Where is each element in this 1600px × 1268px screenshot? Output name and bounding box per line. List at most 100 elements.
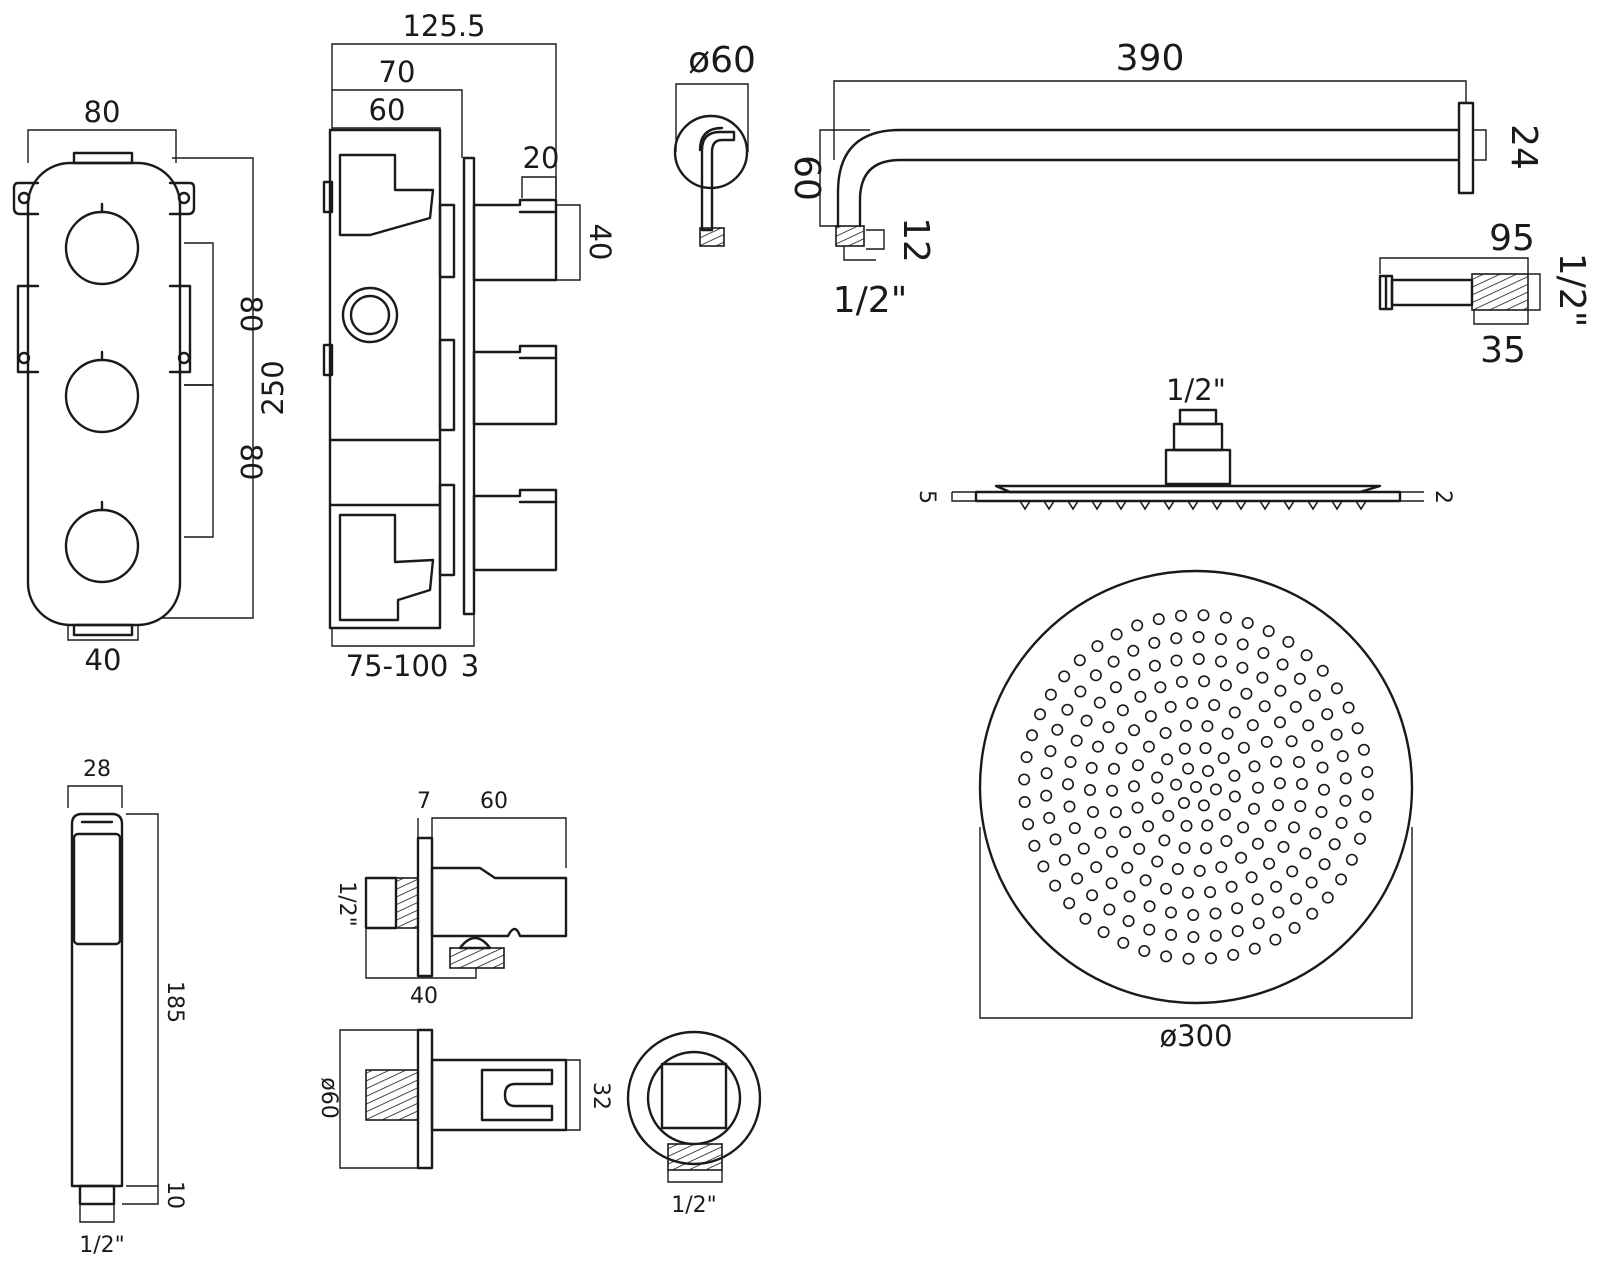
spray-hole (1245, 871, 1258, 884)
spray-hole (1241, 616, 1254, 629)
dim-plate-3: 3 (461, 649, 479, 683)
spray-hole (1330, 728, 1343, 741)
spray-hole (1107, 655, 1120, 668)
spray-hole (1306, 907, 1319, 920)
spray-hole (1105, 877, 1118, 890)
spray-hole (1034, 708, 1047, 721)
outlet-side-view: 7 60 1/2" 40 (334, 789, 568, 1009)
outlet-front-thread (667, 1143, 723, 1171)
spray-hole (1175, 609, 1188, 622)
spray-hole (1158, 834, 1171, 847)
spray-hole (1142, 740, 1155, 753)
dim-outlet-depth: 60 (480, 789, 508, 814)
spray-hole (1061, 703, 1074, 716)
spray-hole (1182, 762, 1195, 775)
spray-hole (1300, 649, 1313, 662)
spray-hole (1080, 714, 1093, 727)
dim-arm-drop: 60 (786, 155, 827, 201)
handset-connector (78, 1184, 116, 1206)
spray-hole (1108, 762, 1121, 775)
valve-side-view: 125.5 70 60 20 40 75-100 3 (322, 9, 617, 683)
spray-hole (1294, 800, 1307, 813)
dim-nipple-length: 95 (1489, 218, 1535, 259)
spray-hole (1085, 761, 1098, 774)
spray-hole (1160, 882, 1173, 895)
dim-handset-thread: 1/2" (79, 1233, 125, 1258)
spray-hole (1258, 700, 1271, 713)
spray-hole (1251, 837, 1264, 850)
spray-hole (1221, 727, 1234, 740)
spray-hole (1049, 833, 1062, 846)
dim-handset-width: 28 (83, 757, 111, 782)
spray-hole (1219, 679, 1232, 692)
spray-hole (1092, 740, 1105, 753)
spray-hole (1199, 742, 1212, 755)
spray-hole (1197, 799, 1210, 812)
spray-hole (1180, 819, 1193, 832)
spray-hole (1182, 952, 1195, 965)
dim-wall-range: 75-100 (346, 649, 449, 683)
dim-outlet-thread: 1/2" (334, 881, 359, 927)
spray-hole (1058, 853, 1071, 866)
dim-side-70: 70 (379, 55, 416, 89)
spray-hole (1198, 675, 1211, 688)
spray-hole (1290, 892, 1303, 905)
spray-hole (1151, 771, 1164, 784)
spray-hole (1336, 750, 1349, 763)
dim-handset-end: 10 (162, 1181, 187, 1209)
spray-hole (1288, 921, 1301, 934)
spray-hole (1209, 783, 1222, 796)
dim-outlet-40: 40 (583, 224, 617, 261)
spray-hole (1209, 907, 1222, 920)
spray-hole (1171, 862, 1184, 875)
spray-hole (1256, 671, 1269, 684)
dim-arm-end: 24 (1503, 124, 1544, 170)
spray-hole (1293, 755, 1306, 768)
spray-hole (1361, 788, 1374, 801)
dim-outlet-holder: 32 (588, 1082, 613, 1110)
spray-hole (1192, 630, 1205, 643)
cover-plate (462, 156, 476, 616)
handset-view: 28 185 10 1/2" (67, 757, 187, 1258)
spray-hole (1220, 834, 1233, 847)
spray-hole (1285, 735, 1298, 748)
outlet-square-body (660, 1062, 728, 1130)
spray-hole (1299, 847, 1312, 860)
dim-front-bottom: 40 (85, 643, 122, 677)
spray-hole (1335, 873, 1348, 886)
spray-hole (1106, 845, 1119, 858)
dim-nipple-thread: 1/2" (1551, 253, 1592, 328)
spray-hole (1228, 790, 1241, 803)
spray-hole (1175, 675, 1188, 688)
dim-outlet-plate: 7 (417, 789, 431, 814)
spray-hole (1044, 688, 1057, 701)
spray-hole (1051, 723, 1064, 736)
spray-hole (1148, 659, 1161, 672)
spray-hole (1064, 755, 1077, 768)
bottom-tab (72, 623, 134, 637)
spray-hole (1094, 826, 1107, 839)
spray-holes (1018, 609, 1374, 965)
spray-hole (1236, 661, 1249, 674)
spray-hole (1321, 891, 1334, 904)
dim-arm-thread: 1/2" (833, 280, 908, 321)
spray-hole (1248, 760, 1261, 773)
valve-port (341, 286, 399, 344)
dim-arm-thread-len: 12 (895, 217, 936, 263)
spray-hole (1181, 886, 1194, 899)
dim-arm-length: 390 (1116, 38, 1185, 79)
spray-hole (1151, 792, 1164, 805)
valve-handle (472, 488, 558, 572)
spray-hole (1144, 710, 1157, 723)
spray-hole (1131, 801, 1144, 814)
spray-hole (1236, 638, 1249, 651)
spray-hole (1138, 944, 1151, 957)
spray-hole (1193, 864, 1206, 877)
spray-hole (1073, 654, 1086, 667)
spray-hole (1071, 872, 1084, 885)
head-disc (978, 569, 1414, 1005)
spray-hole (1152, 613, 1165, 626)
spray-hole (1269, 933, 1282, 946)
dim-head-diameter: ø300 (1159, 1019, 1232, 1053)
spray-hole (1208, 698, 1221, 711)
